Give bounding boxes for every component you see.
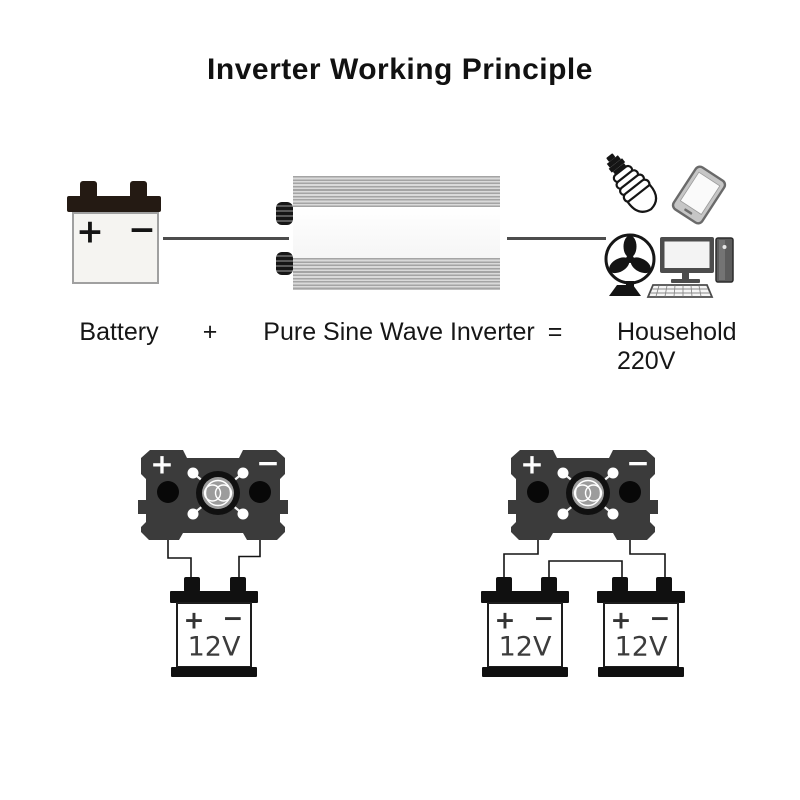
inverter-top-fins	[293, 176, 500, 207]
dc-terminal-positive	[157, 481, 179, 503]
wire-dual-negative	[629, 532, 666, 580]
battery-minus-label: −	[649, 603, 671, 633]
battery-cap	[67, 196, 161, 212]
inverter-dc-post-top	[276, 202, 293, 225]
inverter-minus-label: −	[626, 446, 650, 480]
cfl-bulb-icon	[606, 153, 658, 213]
battery-voltage-label: 12V	[187, 631, 241, 663]
wire-series-link	[548, 560, 623, 580]
wire-dual-positive	[503, 532, 539, 580]
dc-terminal-positive	[527, 481, 549, 503]
battery-bottom-bar	[171, 667, 257, 677]
flow-label-household: Household 220V	[617, 318, 737, 375]
battery-terminal	[184, 577, 200, 592]
inverter-plus-label: +	[520, 447, 544, 481]
desktop-computer-icon	[646, 237, 734, 298]
flow-plus-sign: +	[202, 318, 218, 346]
page-title: Inverter Working Principle	[207, 53, 593, 86]
inverter-minus-label: −	[256, 446, 280, 480]
inverter-bottom-fins	[293, 258, 500, 290]
battery-terminal	[656, 577, 672, 592]
fan-icon	[187, 467, 249, 520]
battery-voltage-label: 12V	[614, 631, 668, 663]
inverter-plus-label: +	[150, 447, 174, 481]
flow-label-battery: Battery	[79, 318, 159, 346]
battery-bottom-bar	[482, 667, 568, 677]
battery-terminal	[230, 577, 246, 592]
battery-top-bar	[597, 591, 685, 603]
battery-terminal	[496, 577, 512, 592]
wire-single-positive	[167, 532, 192, 580]
battery-minus-label: −	[128, 209, 156, 249]
battery-case	[603, 602, 679, 668]
inverter-top-view-icon: + −	[506, 446, 660, 540]
battery-minus-label: −	[533, 603, 555, 633]
battery-voltage-label: 12V	[498, 631, 552, 663]
battery-top-bar	[481, 591, 569, 603]
wire-inverter-to-household	[507, 237, 606, 240]
battery-bottom-bar	[598, 667, 684, 677]
dc-terminal-negative	[249, 481, 271, 503]
flow-equals-sign: =	[547, 318, 563, 346]
smartphone-icon	[671, 165, 727, 225]
battery-terminal	[541, 577, 557, 592]
battery-positive-terminal	[80, 181, 97, 197]
battery-plus-label: +	[494, 605, 516, 635]
wire-single-negative	[238, 532, 261, 580]
battery-plus-label: +	[610, 605, 632, 635]
flow-label-inverter: Pure Sine Wave Inverter	[263, 318, 535, 346]
fan-icon	[557, 467, 619, 520]
inverter-top-view-icon: + −	[136, 446, 290, 540]
desk-fan-icon	[604, 233, 656, 296]
battery-plus-label: +	[183, 605, 205, 635]
inverter-body-panel	[293, 207, 500, 258]
battery-terminal	[612, 577, 628, 592]
battery-top-bar	[170, 591, 258, 603]
battery-minus-label: −	[222, 603, 244, 633]
wire-battery-to-inverter	[163, 237, 289, 240]
dc-terminal-negative	[619, 481, 641, 503]
inverter-dc-post-bottom	[276, 252, 293, 275]
household-appliance-icons	[604, 153, 734, 298]
battery-body	[72, 212, 159, 284]
battery-negative-terminal	[130, 181, 147, 197]
battery-plus-label: +	[76, 211, 104, 251]
